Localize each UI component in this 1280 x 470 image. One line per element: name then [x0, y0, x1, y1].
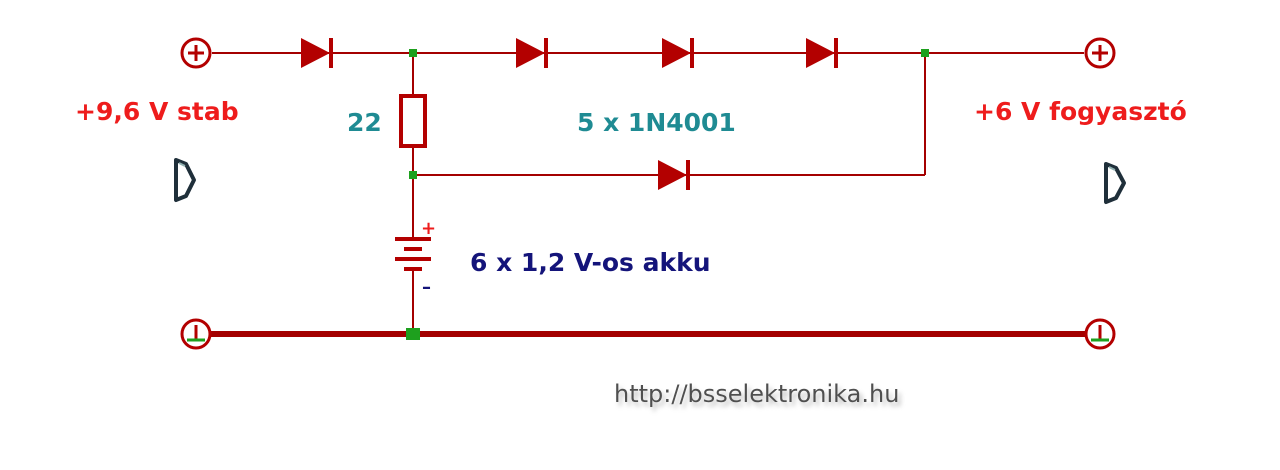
- node-top-left: [409, 49, 417, 57]
- d-connector-icon: [1104, 162, 1126, 204]
- diode-1: [301, 38, 333, 68]
- node-bypass: [409, 171, 417, 179]
- node-ground: [406, 328, 420, 340]
- diode-5: [658, 160, 690, 190]
- resistor: [399, 94, 427, 148]
- diode-2: [516, 38, 548, 68]
- ground-terminal-icon: [180, 318, 212, 350]
- plus-terminal-icon: [1084, 37, 1116, 69]
- battery-plus-sign: +: [421, 218, 436, 239]
- input-voltage-label: +9,6 V stab: [75, 97, 239, 126]
- plus-terminal-icon: [180, 37, 212, 69]
- diode-3: [662, 38, 694, 68]
- diode-4: [806, 38, 838, 68]
- resistor-value-label: 22: [347, 108, 382, 137]
- d-connector-icon: [174, 158, 196, 202]
- node-top-right: [921, 49, 929, 57]
- battery-label: 6 x 1,2 V-os akku: [470, 248, 711, 277]
- output-voltage-label: +6 V fogyasztó: [974, 97, 1187, 126]
- watermark-url: http://bsselektronika.hu: [614, 380, 899, 408]
- diodes-label: 5 x 1N4001: [577, 108, 736, 137]
- battery-minus-sign: –: [422, 277, 431, 298]
- battery: [395, 237, 431, 271]
- ground-terminal-icon: [1084, 318, 1116, 350]
